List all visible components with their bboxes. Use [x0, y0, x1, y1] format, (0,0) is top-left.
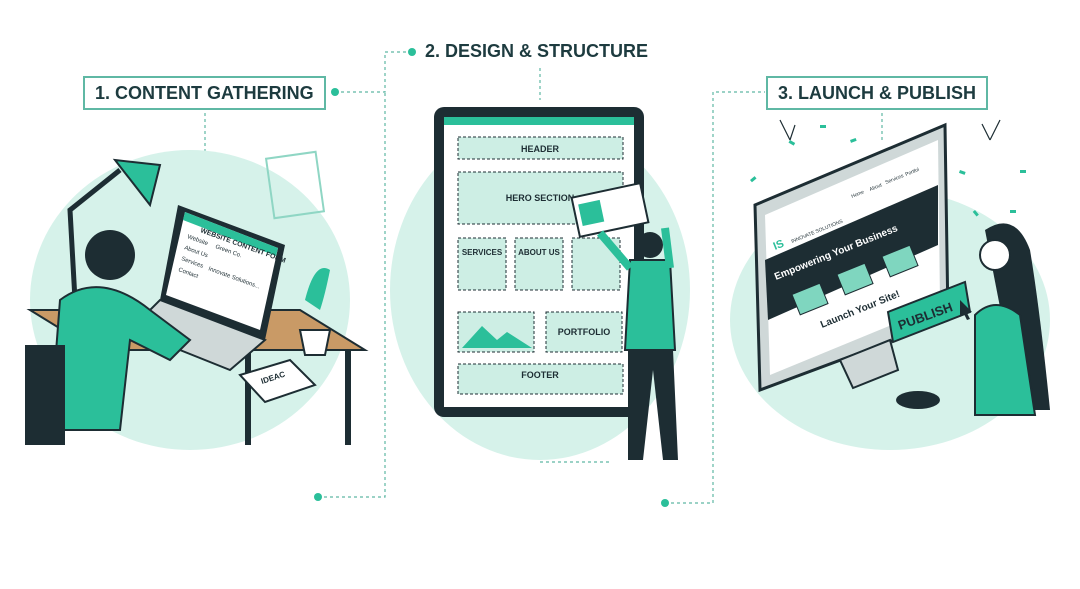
wireframe-about: ABOUT US	[518, 248, 560, 257]
wireframe-portfolio: PORTFOLIO	[558, 327, 611, 337]
wireframe-footer: FOOTER	[521, 370, 559, 380]
wireframe-hero: HERO SECTION	[506, 193, 575, 203]
step-2-label: 2. DESIGN & STRUCTURE	[425, 41, 649, 61]
mouse	[896, 391, 940, 409]
scene-design-structure: HEADER HERO SECTION SERVICES ABOUT US PO…	[390, 107, 690, 460]
site-nav-about[interactable]: About	[869, 182, 884, 193]
wireframe-services: SERVICES	[462, 248, 503, 257]
site-nav-portfolio[interactable]: Portfol	[905, 167, 921, 178]
connector-dot	[661, 499, 669, 507]
site-logo-mark: IS	[772, 238, 786, 253]
step-1-label: 1. CONTENT GATHERING	[83, 76, 326, 110]
scene-launch-publish: IS INNOVATE SOLUTIONS Home About Service…	[730, 119, 1050, 450]
connector-dot	[408, 48, 416, 56]
cursor-icon	[960, 300, 972, 320]
wireframe-header: HEADER	[521, 144, 560, 154]
site-nav-home[interactable]: Home	[851, 189, 866, 200]
connector-dot	[331, 88, 339, 96]
connector-dot	[314, 493, 322, 501]
scene-content-gathering: WEBSITE CONTENT FORM Website About Us Se…	[25, 150, 369, 450]
step-3-label: 3. LAUNCH & PUBLISH	[766, 76, 989, 110]
